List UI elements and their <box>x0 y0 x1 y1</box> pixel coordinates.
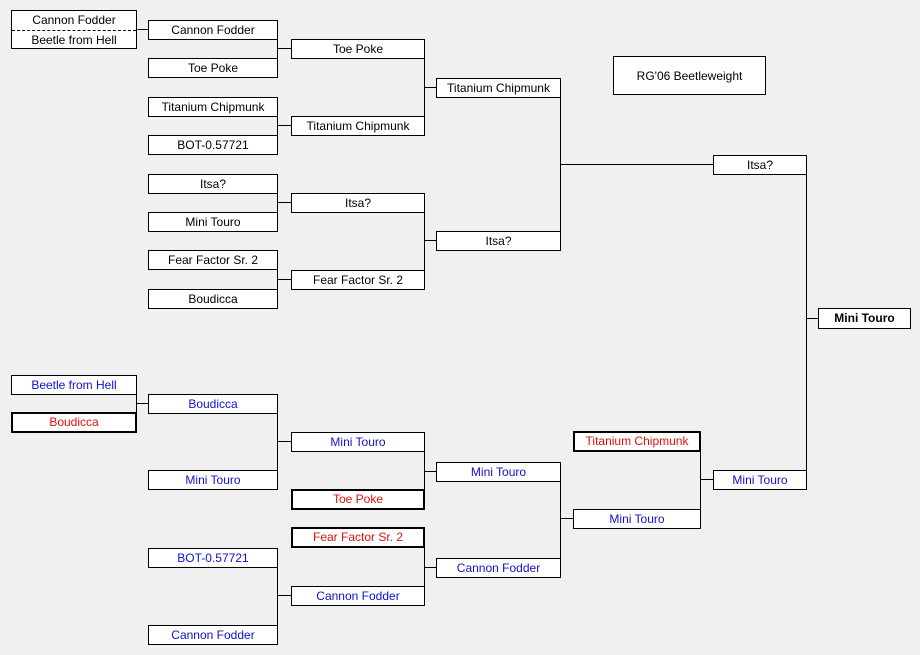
champion-box: Mini Touro <box>818 308 911 329</box>
losers-r4-slot: BOT-0.57721 <box>148 548 278 568</box>
winners-r2-slot: Titanium Chipmunk <box>291 116 425 136</box>
losers-r4-slot: Cannon Fodder <box>148 625 278 645</box>
winners-r1-slot: BOT-0.57721 <box>148 135 278 155</box>
losers-eliminated-slot: Toe Poke <box>291 489 425 510</box>
losers-final-slot: Mini Touro <box>713 470 807 490</box>
winners-r3-slot: Titanium Chipmunk <box>436 78 561 98</box>
competitor-name: Beetle from Hell <box>31 33 117 47</box>
losers-r2-slot: Mini Touro <box>148 470 278 490</box>
losers-r5-slot: Cannon Fodder <box>436 558 561 578</box>
losers-eliminated-slot: Boudicca <box>11 412 137 433</box>
winners-r1-slot: Itsa? <box>148 174 278 194</box>
winners-r1-slot: Cannon Fodder <box>148 20 278 40</box>
winners-r1-slot: Boudicca <box>148 289 278 309</box>
winners-r1-slot: Toe Poke <box>148 58 278 78</box>
losers-eliminated-slot: Titanium Chipmunk <box>573 431 701 452</box>
winners-r1-slot: Fear Factor Sr. 2 <box>148 250 278 270</box>
losers-eliminated-slot: Fear Factor Sr. 2 <box>291 527 425 548</box>
losers-r2-slot: Boudicca <box>148 394 278 414</box>
winners-r1-slot: Mini Touro <box>148 212 278 232</box>
winners-r2-slot: Itsa? <box>291 193 425 213</box>
losers-r5-slot: Cannon Fodder <box>291 586 425 606</box>
winners-r2-slot: Toe Poke <box>291 39 425 59</box>
losers-r3-slot: Mini Touro <box>291 432 425 452</box>
winners-r2-slot: Fear Factor Sr. 2 <box>291 270 425 290</box>
winners-final-slot: Itsa? <box>713 155 807 175</box>
winners-r1-slot: Titanium Chipmunk <box>148 97 278 117</box>
losers-semi-slot: Mini Touro <box>573 509 701 529</box>
bracket-title: RG'06 Beetleweight <box>613 56 766 95</box>
winners-r3-slot: Itsa? <box>436 231 561 251</box>
match-box-cannon-vs-beetle: Cannon Fodder Beetle from Hell <box>11 10 137 49</box>
losers-r1-slot: Beetle from Hell <box>11 375 137 395</box>
losers-r4-slot: Mini Touro <box>436 462 561 482</box>
competitor-name: Cannon Fodder <box>12 11 136 31</box>
